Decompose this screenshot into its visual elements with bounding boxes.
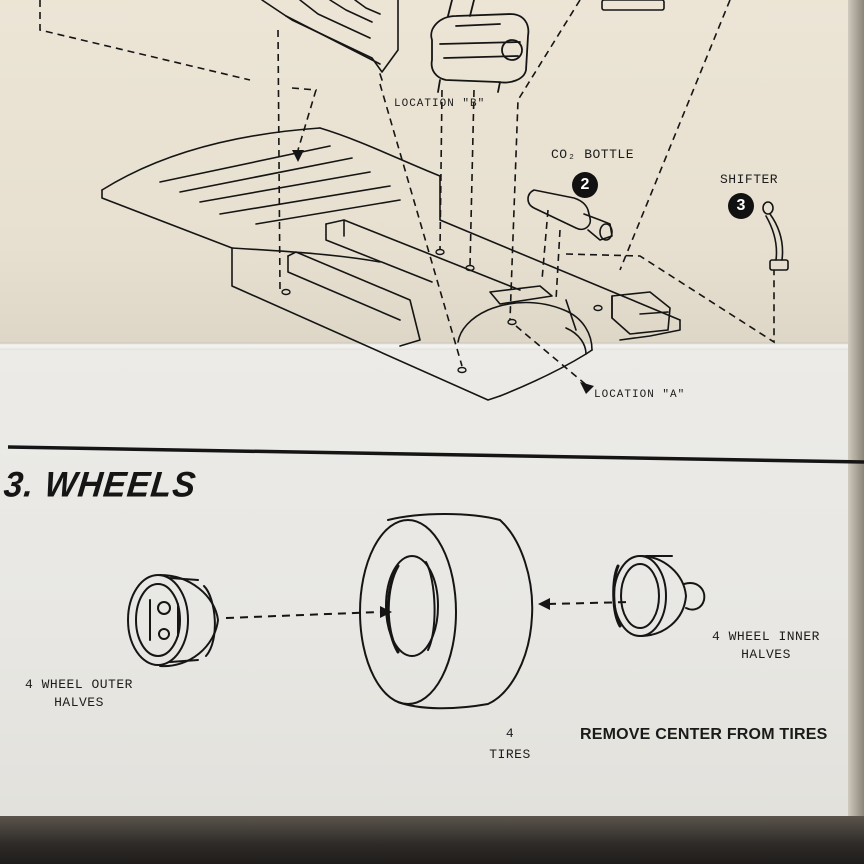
section-title: 3. WHEELS xyxy=(1,465,199,505)
tires-line1: 4 xyxy=(505,726,515,741)
location-b-label: LOCATION "B" xyxy=(394,98,486,110)
seat-frame-drawing xyxy=(261,0,399,81)
paper-fold xyxy=(0,342,864,350)
section-divider xyxy=(7,445,864,464)
tires-label: 4 TIRES xyxy=(480,726,540,762)
inner-wheel-half-drawing xyxy=(612,555,706,637)
co2-bottle-label: CO₂ BOTTLE xyxy=(551,147,635,162)
arrow-from-inner-half xyxy=(538,598,550,610)
engine-drawing xyxy=(430,0,530,93)
shifter-drawing xyxy=(762,201,789,271)
inner-halves-label: 4 WHEEL INNER HALVES xyxy=(702,629,830,662)
outer-halves-line2: HALVES xyxy=(54,695,104,710)
inner-halves-line1: 4 WHEEL INNER xyxy=(712,629,820,644)
outer-halves-line1: 4 WHEEL OUTER xyxy=(25,677,133,692)
co2-bottle-drawing xyxy=(527,189,613,241)
chassis-drawing xyxy=(101,127,681,401)
desk-background xyxy=(0,816,864,864)
outer-halves-label: 4 WHEEL OUTER HALVES xyxy=(14,677,144,710)
tires-line2: TIRES xyxy=(489,747,531,762)
inner-halves-line2: HALVES xyxy=(741,647,791,662)
step-badge-3: 3 xyxy=(728,193,754,219)
sheet-edge-shadow xyxy=(848,0,864,816)
arrow-to-tire xyxy=(380,606,392,618)
shifter-label: SHIFTER xyxy=(720,172,779,187)
tire-drawing xyxy=(359,513,534,710)
step-badge-2: 2 xyxy=(572,172,598,198)
outer-wheel-half-drawing xyxy=(127,574,220,668)
guide-lines-upper xyxy=(39,0,775,389)
remove-center-note: REMOVE CENTER FROM TIRES xyxy=(580,726,828,743)
guide-arrowheads xyxy=(292,150,594,394)
mount-holes xyxy=(281,248,603,374)
location-a-label: LOCATION "A" xyxy=(594,389,686,401)
guide-lines-wheels xyxy=(225,601,631,619)
part-top-right-drawing xyxy=(601,0,665,11)
